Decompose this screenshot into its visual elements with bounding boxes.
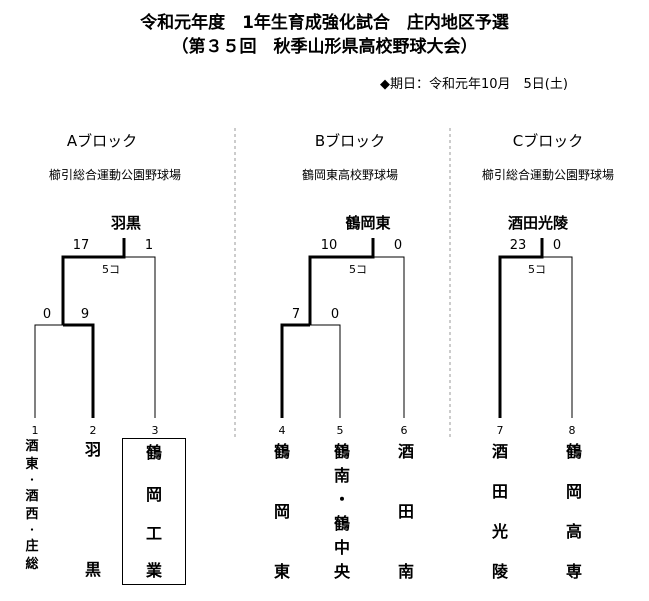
team-7-name: 酒 田 光 陵: [488, 444, 512, 584]
team-4-name: 鶴 岡 東: [270, 444, 294, 584]
team-1-char: 酒: [25, 489, 39, 504]
team-1-char: 西: [25, 507, 39, 522]
team-1-number: 1: [31, 424, 39, 437]
team-2-char: 黒: [84, 560, 101, 579]
block-a-venue: 櫛引総合運動公園野球場: [48, 168, 181, 182]
b-final-innings: 5コ: [349, 263, 367, 276]
team-7-char: 陵: [491, 562, 508, 581]
c-final-innings: 5コ: [528, 263, 546, 276]
b-final-right-score: 0: [393, 238, 403, 253]
a-final-innings: 5コ: [102, 263, 120, 276]
block-b-name: Bブロック: [314, 132, 386, 150]
team-4-char: 岡: [273, 502, 290, 521]
team-8-char: 鶴: [565, 442, 582, 461]
c-final-winner-line: [498, 238, 544, 418]
team-5-name: 鶴 南 ・ 鶴 中 央: [330, 444, 354, 584]
team-6-name: 酒 田 南: [394, 444, 418, 584]
b-semi-left-score: 7: [291, 307, 301, 322]
block-c-winner: 酒田光陵: [507, 214, 568, 232]
b-semi-right-score: 0: [330, 307, 340, 322]
team-8-char: 岡: [565, 482, 582, 501]
b-final-loser-line: [373, 256, 405, 418]
block-c-venue: 櫛引総合運動公園野球場: [481, 168, 614, 182]
team-7-number: 7: [496, 424, 504, 437]
a-final-loser-line: [124, 256, 156, 418]
team-1-char: 東: [25, 457, 39, 472]
block-a-winner: 羽黒: [110, 214, 141, 232]
team-2-number: 2: [89, 424, 97, 437]
team-3-char: 工: [145, 524, 162, 543]
team-3-char: 業: [145, 561, 162, 580]
b-final-left-score: 10: [320, 238, 338, 253]
block-b-venue: 鶴岡東高校野球場: [301, 168, 398, 182]
team-8-name: 鶴 岡 高 専: [562, 444, 586, 584]
team-7-char: 光: [491, 522, 508, 541]
c-final-loser-line: [542, 256, 573, 418]
b-semi-winner-line: [280, 323, 310, 418]
team-4-number: 4: [278, 424, 286, 437]
a-final-left-score: 17: [72, 238, 90, 253]
team-1-char: 総: [25, 557, 39, 572]
team-1-name: 酒 東 ・ 酒 西 ・ 庄 総: [20, 440, 44, 585]
team-8-char: 高: [565, 522, 582, 541]
team-5-char: 央: [333, 562, 350, 581]
team-3-char: 岡: [145, 485, 162, 504]
team-2-char: 羽: [84, 440, 101, 459]
team-3-name: 鶴 岡 工 業: [122, 438, 186, 585]
team-7-char: 酒: [491, 442, 508, 461]
team-5-char: ・: [333, 490, 350, 509]
team-6-char: 酒: [397, 442, 414, 461]
c-final-left-score: 23: [509, 238, 527, 253]
team-1-char: 庄: [25, 539, 39, 554]
team-3-char: 鶴: [145, 443, 162, 462]
team-1-char: ・: [27, 526, 37, 536]
page-title: 令和元年度 1年生育成強化試合 庄内地区予選: [140, 13, 509, 33]
team-5-char: 南: [333, 466, 350, 485]
team-2-name: 羽 黒: [81, 442, 105, 582]
team-5-number: 5: [336, 424, 344, 437]
block-a-name: Aブロック: [66, 132, 138, 150]
team-6-char: 南: [397, 562, 414, 581]
team-8-char: 専: [565, 562, 582, 581]
event-date: ◆期日：令和元年10月 5日(土): [380, 77, 568, 92]
team-6-number: 6: [400, 424, 408, 437]
page-subtitle: （第３５回 秋季山形県高校野球大会）: [171, 37, 478, 57]
a-semi-right-score: 9: [80, 307, 90, 322]
team-8-number: 8: [568, 424, 576, 437]
team-6-char: 田: [397, 502, 414, 521]
b-semi-loser-line: [310, 324, 341, 418]
team-1-char: ・: [27, 476, 37, 486]
team-5-char: 鶴: [333, 442, 350, 461]
a-semi-winner-line: [63, 323, 95, 418]
team-7-char: 田: [491, 482, 508, 501]
b-final-winner-line: [308, 238, 375, 325]
team-4-char: 東: [273, 562, 290, 581]
block-dividers: [234, 128, 451, 440]
block-b-winner: 鶴岡東: [345, 214, 391, 232]
team-5-char: 中: [333, 538, 350, 557]
c-final-right-score: 0: [552, 238, 562, 253]
team-5-char: 鶴: [333, 514, 350, 533]
a-final-winner-line: [61, 238, 126, 325]
team-1-char: 酒: [25, 439, 39, 454]
a-semi-left-score: 0: [42, 307, 52, 322]
block-c-name: Cブロック: [512, 132, 584, 150]
a-final-right-score: 1: [144, 238, 154, 253]
team-3-number: 3: [151, 424, 159, 437]
a-semi-left-line: [34, 324, 63, 418]
team-4-char: 鶴: [273, 442, 290, 461]
